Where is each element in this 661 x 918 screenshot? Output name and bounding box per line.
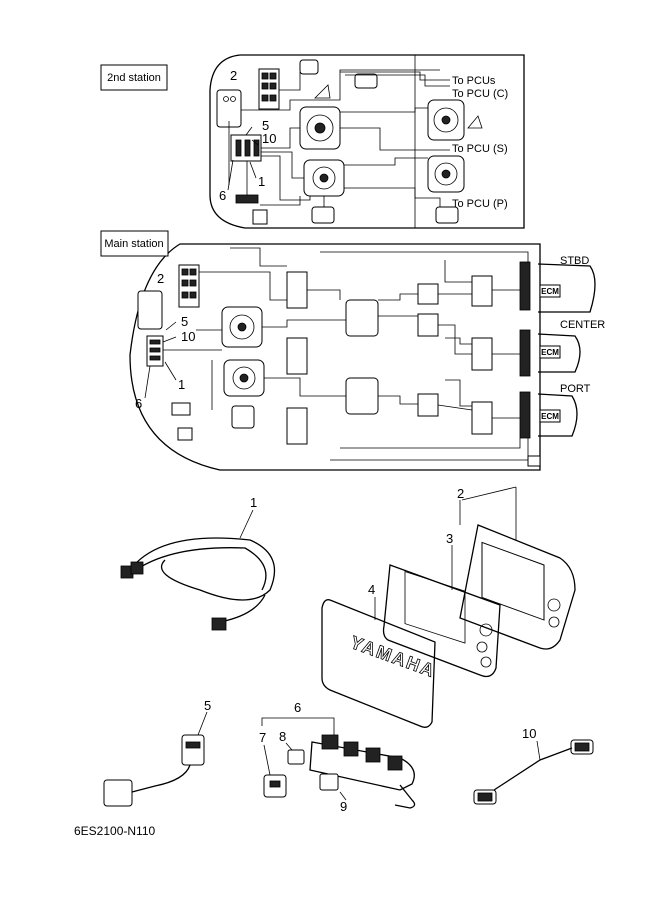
- part-5-harness: 5: [103, 698, 211, 807]
- buzzer-icon: [311, 206, 335, 224]
- dest-pcu-c: To PCU (C): [452, 88, 508, 100]
- ecm-stbd-label: ECM: [541, 287, 559, 296]
- part-10-extension-cable: 10: [473, 726, 594, 805]
- callout-6-main: 6: [135, 396, 142, 411]
- callout-6-part: 6: [294, 700, 301, 715]
- callout-5-main: 5: [181, 314, 188, 329]
- part-2-display-unit: YAMAHA 2 3 4: [321, 486, 576, 728]
- callout-2-top: 2: [230, 68, 237, 83]
- ecm-stbd-box: [539, 284, 561, 298]
- main-station-diagram: Main station ECM ECM ECM STBD CENTER POR…: [100, 230, 605, 471]
- callout-1-part: 1: [250, 495, 257, 510]
- figure-code: 6ES2100-N110: [74, 824, 155, 838]
- cover-yamaha-text: YAMAHA: [348, 632, 439, 681]
- part-1-cable: 1: [120, 495, 276, 631]
- exploded-parts: 1 YAMAHA 2 3 4 5: [103, 486, 594, 814]
- part-9-cap: 9: [319, 773, 347, 814]
- part-7-connector: 7: [259, 730, 287, 798]
- ecm-center-label: ECM: [541, 348, 559, 357]
- part-8-cap: 8: [279, 729, 305, 765]
- callout-5-top: 5: [262, 118, 269, 133]
- main-remote-display-icon: [137, 290, 163, 330]
- main-station-label-box: [100, 230, 169, 257]
- callout-1-top: 1: [258, 174, 265, 189]
- callout-4-part: 4: [368, 582, 375, 597]
- dest-pcu-s: To PCU (S): [452, 143, 508, 155]
- key-switch-icon: [299, 59, 319, 75]
- callout-5-part: 5: [204, 698, 211, 713]
- callout-7-part: 7: [259, 730, 266, 745]
- callout-9-part: 9: [340, 799, 347, 814]
- part-6-hub: 6: [261, 700, 416, 809]
- ecm-center-box: [539, 345, 561, 359]
- ecm-port-label: ECM: [541, 412, 559, 421]
- engine-center: CENTER: [560, 319, 605, 331]
- second-station-diagram: 2nd station: [100, 54, 525, 229]
- second-station-label-box: [100, 64, 168, 91]
- callout-3-part: 3: [446, 531, 453, 546]
- callout-1-main: 1: [178, 377, 185, 392]
- engine-stbd: STBD: [560, 255, 589, 267]
- ecm-port-box: [539, 409, 561, 423]
- callout-10-main: 10: [181, 329, 195, 344]
- callout-10-part: 10: [522, 726, 536, 741]
- engine-port: PORT: [560, 383, 591, 395]
- callout-10-top: 10: [262, 131, 276, 146]
- callout-2-part: 2: [457, 486, 464, 501]
- dest-pcus: To PCUs: [452, 75, 496, 87]
- dest-pcu-p: To PCU (P): [452, 198, 508, 210]
- callout-2-main: 2: [157, 271, 164, 286]
- second-station-label: 2nd station: [107, 72, 161, 84]
- callout-8-part: 8: [279, 729, 286, 744]
- callout-6-top: 6: [219, 188, 226, 203]
- main-station-label: Main station: [104, 238, 163, 250]
